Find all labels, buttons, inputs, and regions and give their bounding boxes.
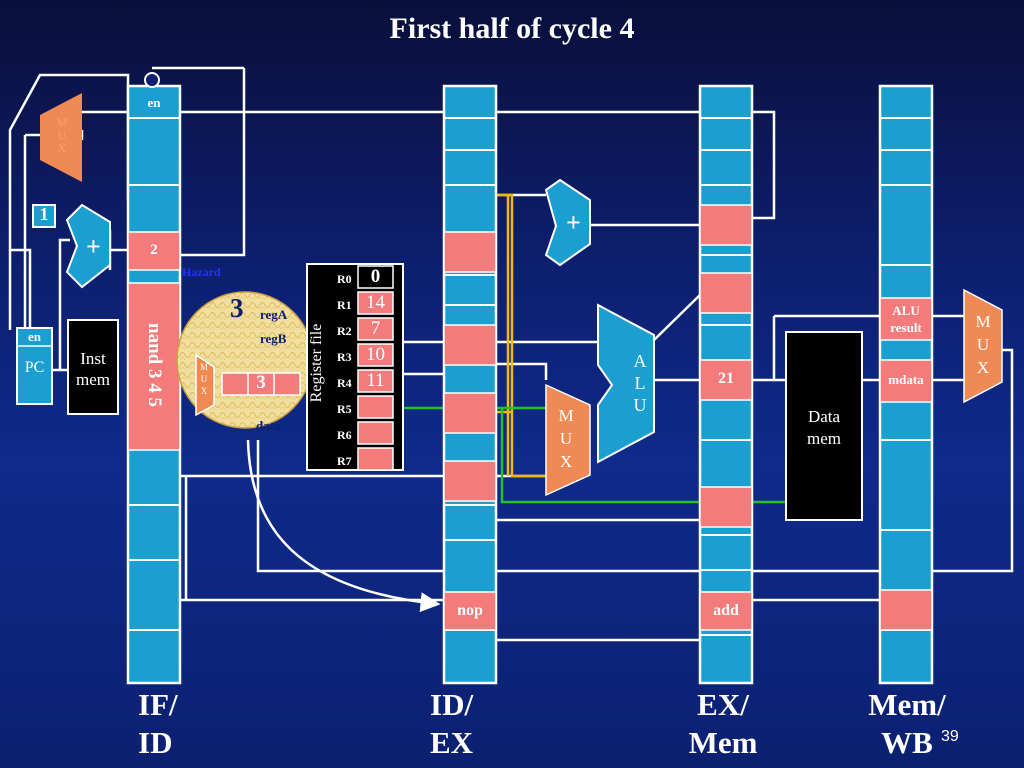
stage-label-ex-mem: EX/Mem <box>688 687 758 760</box>
forwarding-wires <box>496 193 546 478</box>
page-number: 39 <box>941 728 959 745</box>
reg-name-r4: R4 <box>337 376 352 390</box>
hazard-data-label: data <box>256 418 281 433</box>
reg-name-r2: R2 <box>337 324 352 338</box>
pc-label: PC <box>24 359 45 376</box>
hazard-zoom-value: 3 <box>230 293 244 323</box>
stage-label-if-id: IF/ID <box>138 687 178 760</box>
register-file-label: Register file <box>308 323 325 403</box>
fetch-adder-sign: + <box>86 232 101 261</box>
memwb-mdata: mdata <box>888 372 924 387</box>
stage-label-id-ex: ID/EX <box>430 687 474 760</box>
hazard-label: Hazard <box>182 265 221 279</box>
writeback-wires <box>402 406 786 504</box>
ifid-en-label: en <box>147 95 161 110</box>
slide-title: First half of cycle 4 <box>389 12 635 45</box>
reg-value-r1: 14 <box>366 292 385 313</box>
reg-value-r4: 11 <box>366 370 385 391</box>
hazard-rega-label: regA <box>260 307 288 322</box>
ifid-pc-value: 2 <box>150 242 158 258</box>
ifid-instruction: nand 3 4 5 <box>144 323 165 407</box>
reg-name-r5: R5 <box>337 402 352 416</box>
hazard-data-value: 3 <box>256 372 266 393</box>
reg-name-r7: R7 <box>337 454 352 468</box>
memwb-alu-result: ALU result <box>890 303 922 335</box>
reg-name-r1: R1 <box>337 298 352 312</box>
latch-cells <box>127 204 933 631</box>
exmem-alu-value: 21 <box>718 370 734 387</box>
idex-op: nop <box>457 602 483 619</box>
reg-name-r6: R6 <box>337 428 352 442</box>
reg-name-r0: R0 <box>337 272 352 286</box>
hazard-regb-label: regB <box>260 331 287 346</box>
exmem-op: add <box>713 602 739 619</box>
bar-separators <box>128 117 932 636</box>
branch-adder-sign: + <box>566 208 581 237</box>
reg-value-r3: 10 <box>366 344 385 365</box>
reg-value-r0: 0 <box>370 266 381 287</box>
fetch-mux-shape <box>40 93 82 182</box>
stage-label-mem-wb: Mem/WB <box>868 687 946 760</box>
pc-en-label: en <box>28 329 41 344</box>
reg-name-r3: R3 <box>337 350 352 364</box>
increment-value: 1 <box>39 204 49 224</box>
reg-value-r2: 7 <box>370 318 381 339</box>
